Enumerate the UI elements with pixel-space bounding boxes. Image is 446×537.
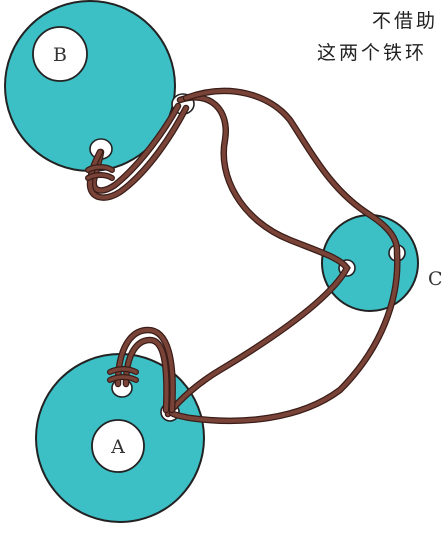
rope-b-wrap-2 <box>86 173 114 180</box>
rope-a-arch-2 <box>124 337 169 412</box>
disc-b-center-hole <box>32 26 88 82</box>
disc-c-label: C <box>428 268 443 290</box>
rope-a-wrap-2 <box>108 375 138 382</box>
rope-b-wrap-1 <box>86 165 114 172</box>
rope-a-wrap-1 <box>108 367 138 374</box>
disc-b: B <box>4 0 195 172</box>
rope-a-arch <box>116 327 175 412</box>
rope-strand-inner <box>166 95 350 416</box>
caption-line-1: 不借助 <box>372 10 439 32</box>
rope-strand-inner-outline <box>164 94 351 418</box>
disc-a-center-hole <box>91 419 145 473</box>
caption-line-2: 这两个铁环 <box>317 42 428 64</box>
rope <box>85 87 401 425</box>
rope-strand-outer <box>170 89 400 423</box>
disc-b-label: B <box>53 44 67 66</box>
disc-a-label: A <box>110 436 125 458</box>
